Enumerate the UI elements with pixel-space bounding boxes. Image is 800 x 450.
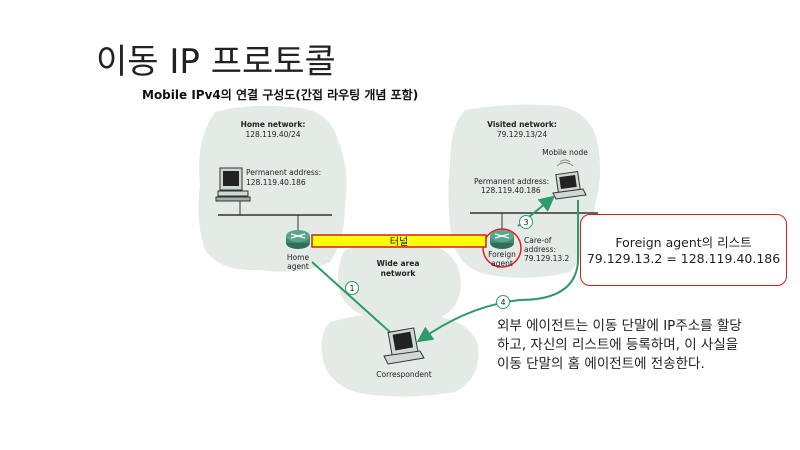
slide-title: 이동 IP 프로토콜 [96,42,336,82]
foreign-agent-label-1: Foreign [488,250,516,259]
visited-permanent-label: Permanent address: [474,177,549,186]
step-3-number: 3 [523,218,528,227]
mobile-node-laptop-icon [552,159,587,200]
correspondent-label: Correspondent [376,370,431,379]
home-network-label: Home network: [241,120,306,129]
permanent-address-value: 128.119.40.186 [246,178,306,187]
correspondent-computer-icon [383,327,425,365]
foreign-agent-highlight-circle [482,228,522,268]
note-line-2: 하고, 자신의 리스트에 등록하며, 이 사실을 [497,337,739,353]
foreign-agent-router-icon [490,230,514,249]
home-computer-icon [215,167,251,202]
tunnel-label: 터널 [390,236,408,248]
note-line-3: 이동 단말의 홈 에이전트에 전송한다. [497,356,705,372]
home-network-addr: 128.119.40/24 [245,130,300,139]
careof-label-3: 79.129.13.2 [524,254,570,263]
home-network-cloud [198,105,347,272]
wan-cloud [338,241,461,321]
visited-permanent-value: 128.119.40.186 [481,186,541,195]
visited-network-label: Visited network: [487,120,557,129]
explanation-note: 외부 에이전트는 이동 단말에 IP주소를 할당 하고, 자신의 리스트에 등록… [497,317,742,374]
home-agent-router-icon [286,230,310,249]
foreign-agent-label-2: agent [491,259,513,268]
mobile-node-label: Mobile node [542,148,588,157]
wan-label-1: Wide area [377,259,420,268]
home-agent-label-1: Home [287,253,310,262]
note-line-1: 외부 에이전트는 이동 단말에 IP주소를 할당 [497,318,742,334]
step-1-number: 1 [349,284,354,293]
arrow-step-4 [416,200,579,343]
careof-label-1: Care-of [524,236,552,245]
foreign-agent-list-line-2: 79.129.13.2 = 128.119.40.186 [586,251,781,266]
careof-label-2: address: [524,245,556,254]
foreign-agent-list-box: Foreign agent의 리스트 79.129.13.2 = 128.119… [580,214,787,286]
step-1-badge: 1 [345,281,359,295]
foreign-agent-list-line-1: Foreign agent의 리스트 [615,235,752,250]
slide-subtitle: Mobile IPv4의 연결 구성도(간접 라우팅 개념 포함) [142,88,419,102]
step-3-badge: 3 [519,215,533,229]
tunnel-bar [311,234,487,248]
permanent-address-label: Permanent address: [246,168,321,177]
step-4-number: 4 [500,298,505,307]
step-4-badge: 4 [496,295,510,309]
wan-label-2: network [381,269,417,278]
visited-network-addr: 79.129.13/24 [497,130,547,139]
home-agent-label-2: agent [287,262,309,271]
